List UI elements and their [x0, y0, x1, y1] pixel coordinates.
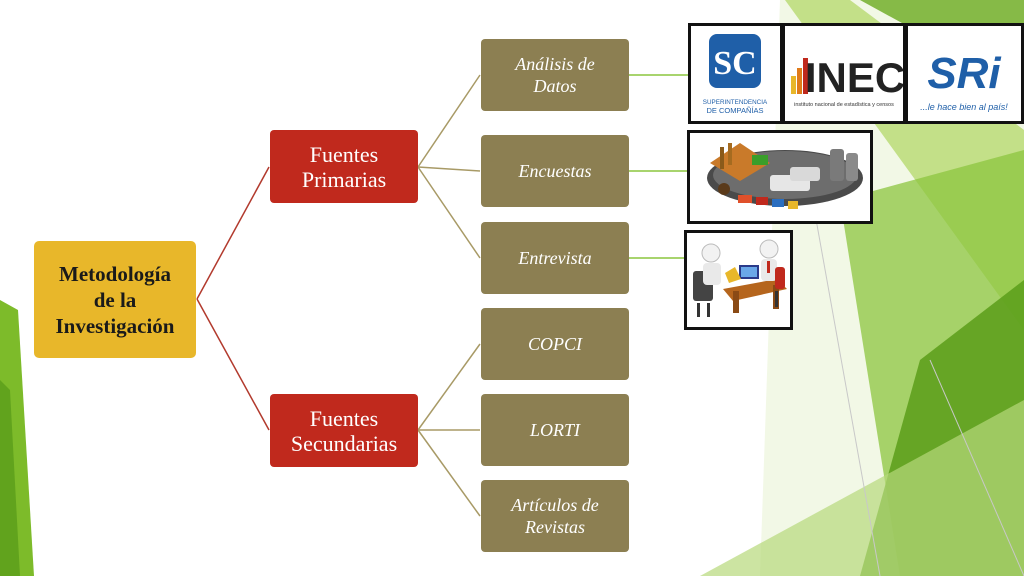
leaf-entrevista: Entrevista [481, 222, 629, 294]
svg-text:SUPERINTENDENCIA: SUPERINTENDENCIA [703, 99, 768, 106]
inec-logo: INEC instituto nacional de estadística y… [782, 23, 906, 124]
supercias-logo-image: SC SUPERINTENDENCIA DE COMPAÑÍAS [703, 34, 768, 115]
sri-logo-image: SRi ...le hace bien al país! [920, 49, 1008, 112]
svg-text:INEC: INEC [805, 54, 903, 101]
leaf-label: Artículos de Revistas [511, 495, 599, 537]
leaf-lorti: LORTI [481, 394, 629, 466]
svg-text:instituto nacional de estadíst: instituto nacional de estadística y cens… [794, 102, 894, 108]
secondary-line-1: Fuentes [309, 405, 379, 431]
leaf-analisis-de-datos: Análisis de Datos [481, 39, 629, 111]
industry-illustration [687, 130, 873, 224]
leaf-label: LORTI [529, 420, 580, 440]
supercias-logo: SC SUPERINTENDENCIA DE COMPAÑÍAS [688, 23, 783, 124]
svg-text:SC: SC [713, 45, 756, 82]
inec-logo-image: INEC instituto nacional de estadística y… [791, 54, 905, 108]
leaf-label: COPCI [528, 334, 582, 354]
leaf-encuestas: Encuestas [481, 135, 629, 207]
interview-image [693, 239, 787, 317]
root-line-1: Metodología [59, 261, 171, 286]
industry-image [707, 143, 863, 209]
svg-text:...le hace bien al país!: ...le hace bien al país! [920, 102, 1008, 112]
svg-text:SRi: SRi [927, 49, 1001, 98]
secondary-sources-node: Fuentes Secundarias [270, 394, 418, 467]
root-node: Metodología de la Investigación [34, 241, 196, 358]
svg-text:DE COMPAÑÍAS: DE COMPAÑÍAS [707, 106, 764, 115]
interview-illustration [684, 230, 793, 330]
leaf-label: Encuestas [518, 161, 592, 181]
sri-logo: SRi ...le hace bien al país! [905, 23, 1024, 124]
secondary-line-2: Secundarias [290, 430, 398, 456]
leaf-label: Análisis de Datos [515, 54, 595, 96]
leaf-copci: COPCI [481, 308, 629, 380]
primary-line-2: Primarias [301, 166, 387, 192]
root-line-2: de la [93, 287, 137, 312]
root-line-3: Investigación [55, 313, 175, 338]
primary-sources-node: Fuentes Primarias [270, 130, 418, 203]
primary-line-1: Fuentes [309, 141, 379, 167]
leaf-label: Entrevista [518, 248, 592, 268]
leaf-articulos-de-revistas: Artículos de Revistas [481, 480, 629, 552]
